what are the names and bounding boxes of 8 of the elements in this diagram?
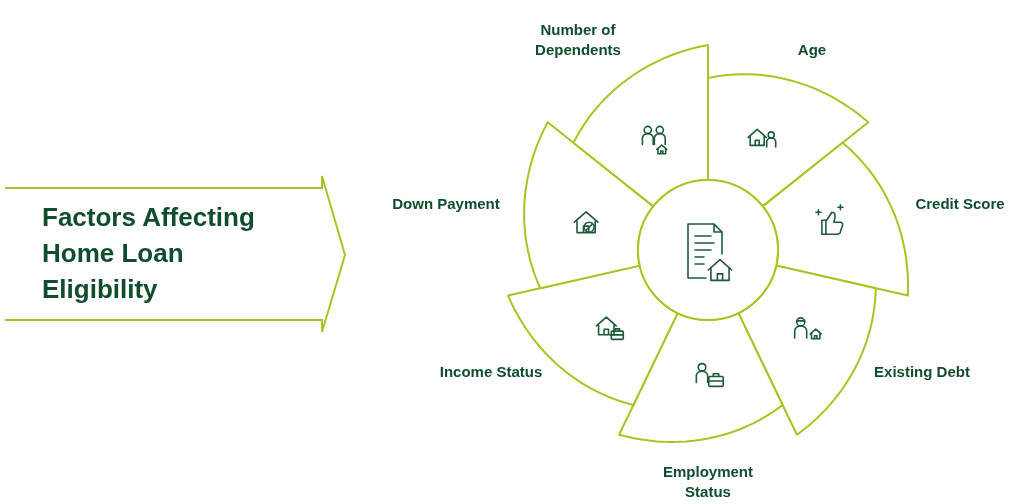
factor-label: Down Payment [391,194,501,214]
factor-label: Age [796,40,828,60]
heading: Factors Affecting Home Loan Eligibility [42,201,256,306]
factor-label: Credit Score [914,194,1006,214]
factor-label: Existing Debt [873,362,971,382]
factor-label: Employment Status [662,462,754,502]
factor-label: Number of Dependents [534,20,622,60]
factor-label: Income Status [438,362,544,382]
